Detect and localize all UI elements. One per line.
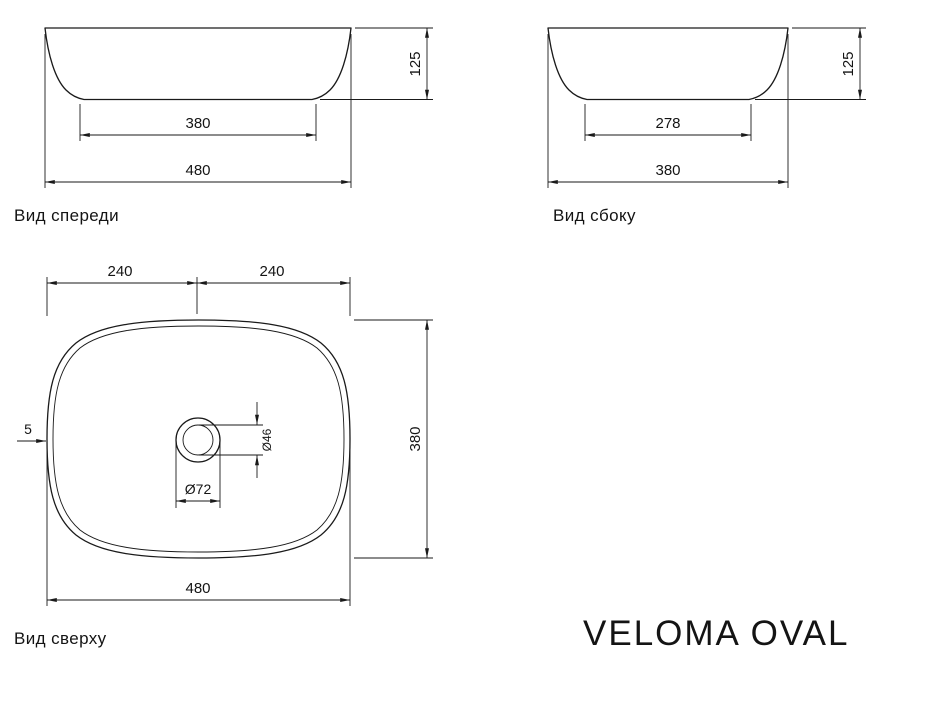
front-view-label: Вид спереди <box>14 206 119 225</box>
front-basin-outline <box>44 27 352 101</box>
top-dim-half-widths: 240 240 <box>46 263 351 316</box>
front-dim-inner-width-text: 380 <box>185 115 210 132</box>
top-dim-drain-outer-text: Ø72 <box>185 481 212 497</box>
top-dim-drain-inner-text: Ø46 <box>260 428 274 451</box>
side-dim-height-text: 125 <box>840 51 857 76</box>
front-dim-inner-width: 380 <box>79 104 317 141</box>
side-view-label: Вид сбоку <box>553 206 636 225</box>
product-title: VELOMA OVAL <box>583 614 849 653</box>
top-dim-rim-text: 5 <box>24 421 32 437</box>
top-dim-drain-outer: Ø72 <box>175 443 221 508</box>
drain-outer-circle <box>175 417 221 463</box>
side-dim-inner-width-text: 278 <box>655 115 680 132</box>
top-dim-rim: 5 <box>17 421 47 443</box>
top-dim-outer-width-text: 480 <box>185 580 210 597</box>
drain-inner-circle <box>182 424 214 456</box>
side-dim-inner-width: 278 <box>584 104 752 141</box>
top-dim-depth: 380 <box>354 319 433 559</box>
side-dim-outer-width-text: 380 <box>655 162 680 179</box>
front-dim-height: 125 <box>320 27 433 100</box>
top-dim-half-left-text: 240 <box>107 263 132 280</box>
top-view-label: Вид сверху <box>14 629 107 648</box>
top-view: 240 240 5 380 Ø46 Ø72 <box>14 263 433 648</box>
top-dim-drain-inner: Ø46 <box>199 402 274 478</box>
top-dim-outer-width: 480 <box>46 447 351 606</box>
side-dim-height: 125 <box>755 27 866 100</box>
front-dim-outer-width-text: 480 <box>185 162 210 179</box>
side-view: 278 380 125 Вид сбоку <box>547 27 866 225</box>
front-dim-outer-width: 480 <box>44 34 352 188</box>
side-dim-outer-width: 380 <box>547 34 789 188</box>
front-dim-height-text: 125 <box>407 51 424 76</box>
top-inner-outline <box>52 325 345 553</box>
top-outer-outline <box>46 319 351 559</box>
side-basin-outline <box>547 27 789 101</box>
top-dim-half-right-text: 240 <box>259 263 284 280</box>
front-view: 380 480 125 Вид спереди <box>14 27 433 225</box>
top-dim-depth-text: 380 <box>407 426 424 451</box>
